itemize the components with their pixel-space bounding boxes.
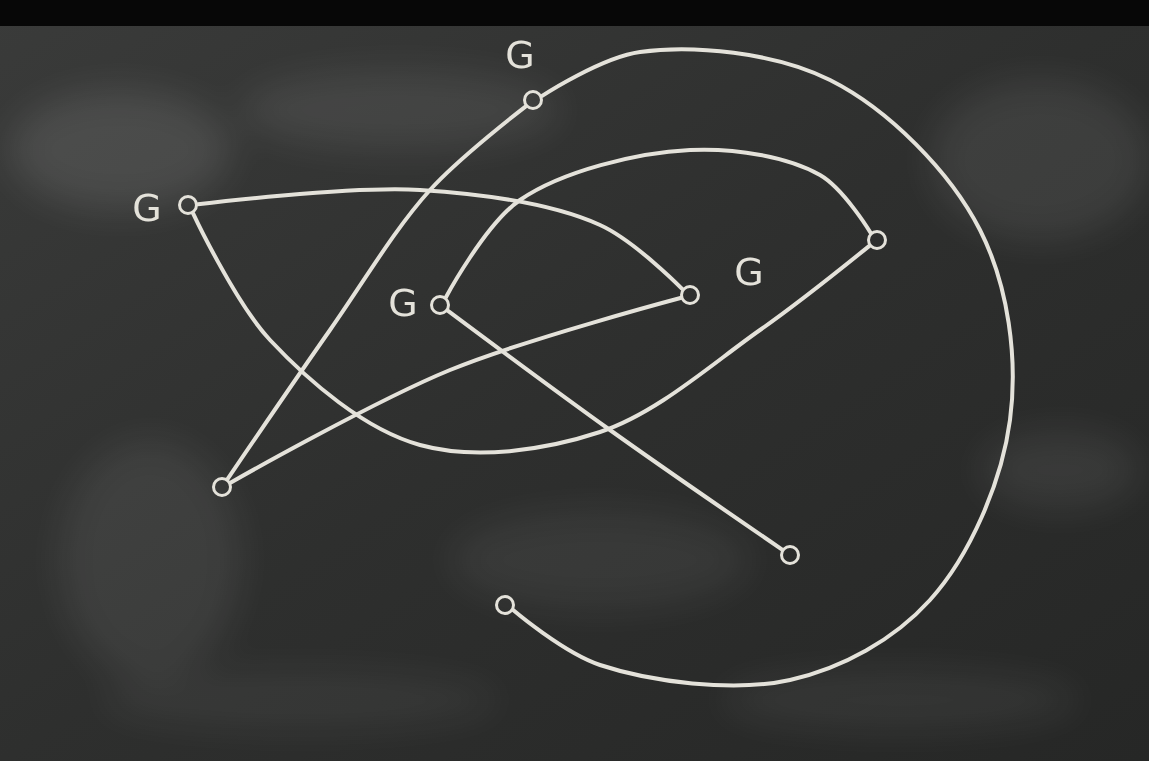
graph-vertex — [867, 230, 887, 250]
chalk-edge — [513, 49, 1012, 685]
chalk-edge — [198, 189, 682, 289]
vertex-label: G — [388, 284, 417, 322]
graph-vertex: G — [178, 195, 198, 215]
graph-vertex — [495, 595, 515, 615]
graph-vertex — [212, 477, 232, 497]
vertex-label: G — [734, 253, 763, 291]
chalk-edge — [448, 311, 782, 549]
chalk-edge — [193, 214, 869, 453]
vertex-label: G — [505, 36, 534, 74]
graph-vertex: G — [430, 295, 450, 315]
chalk-smudge — [10, 70, 1149, 730]
chalk-edge — [446, 150, 870, 297]
chalk-edge — [231, 298, 681, 482]
graph-vertex: G — [523, 90, 543, 110]
vertex-label: G — [132, 189, 161, 227]
graph-vertex: G — [680, 285, 700, 305]
graph-vertex — [780, 545, 800, 565]
chalk-edge — [228, 107, 526, 479]
